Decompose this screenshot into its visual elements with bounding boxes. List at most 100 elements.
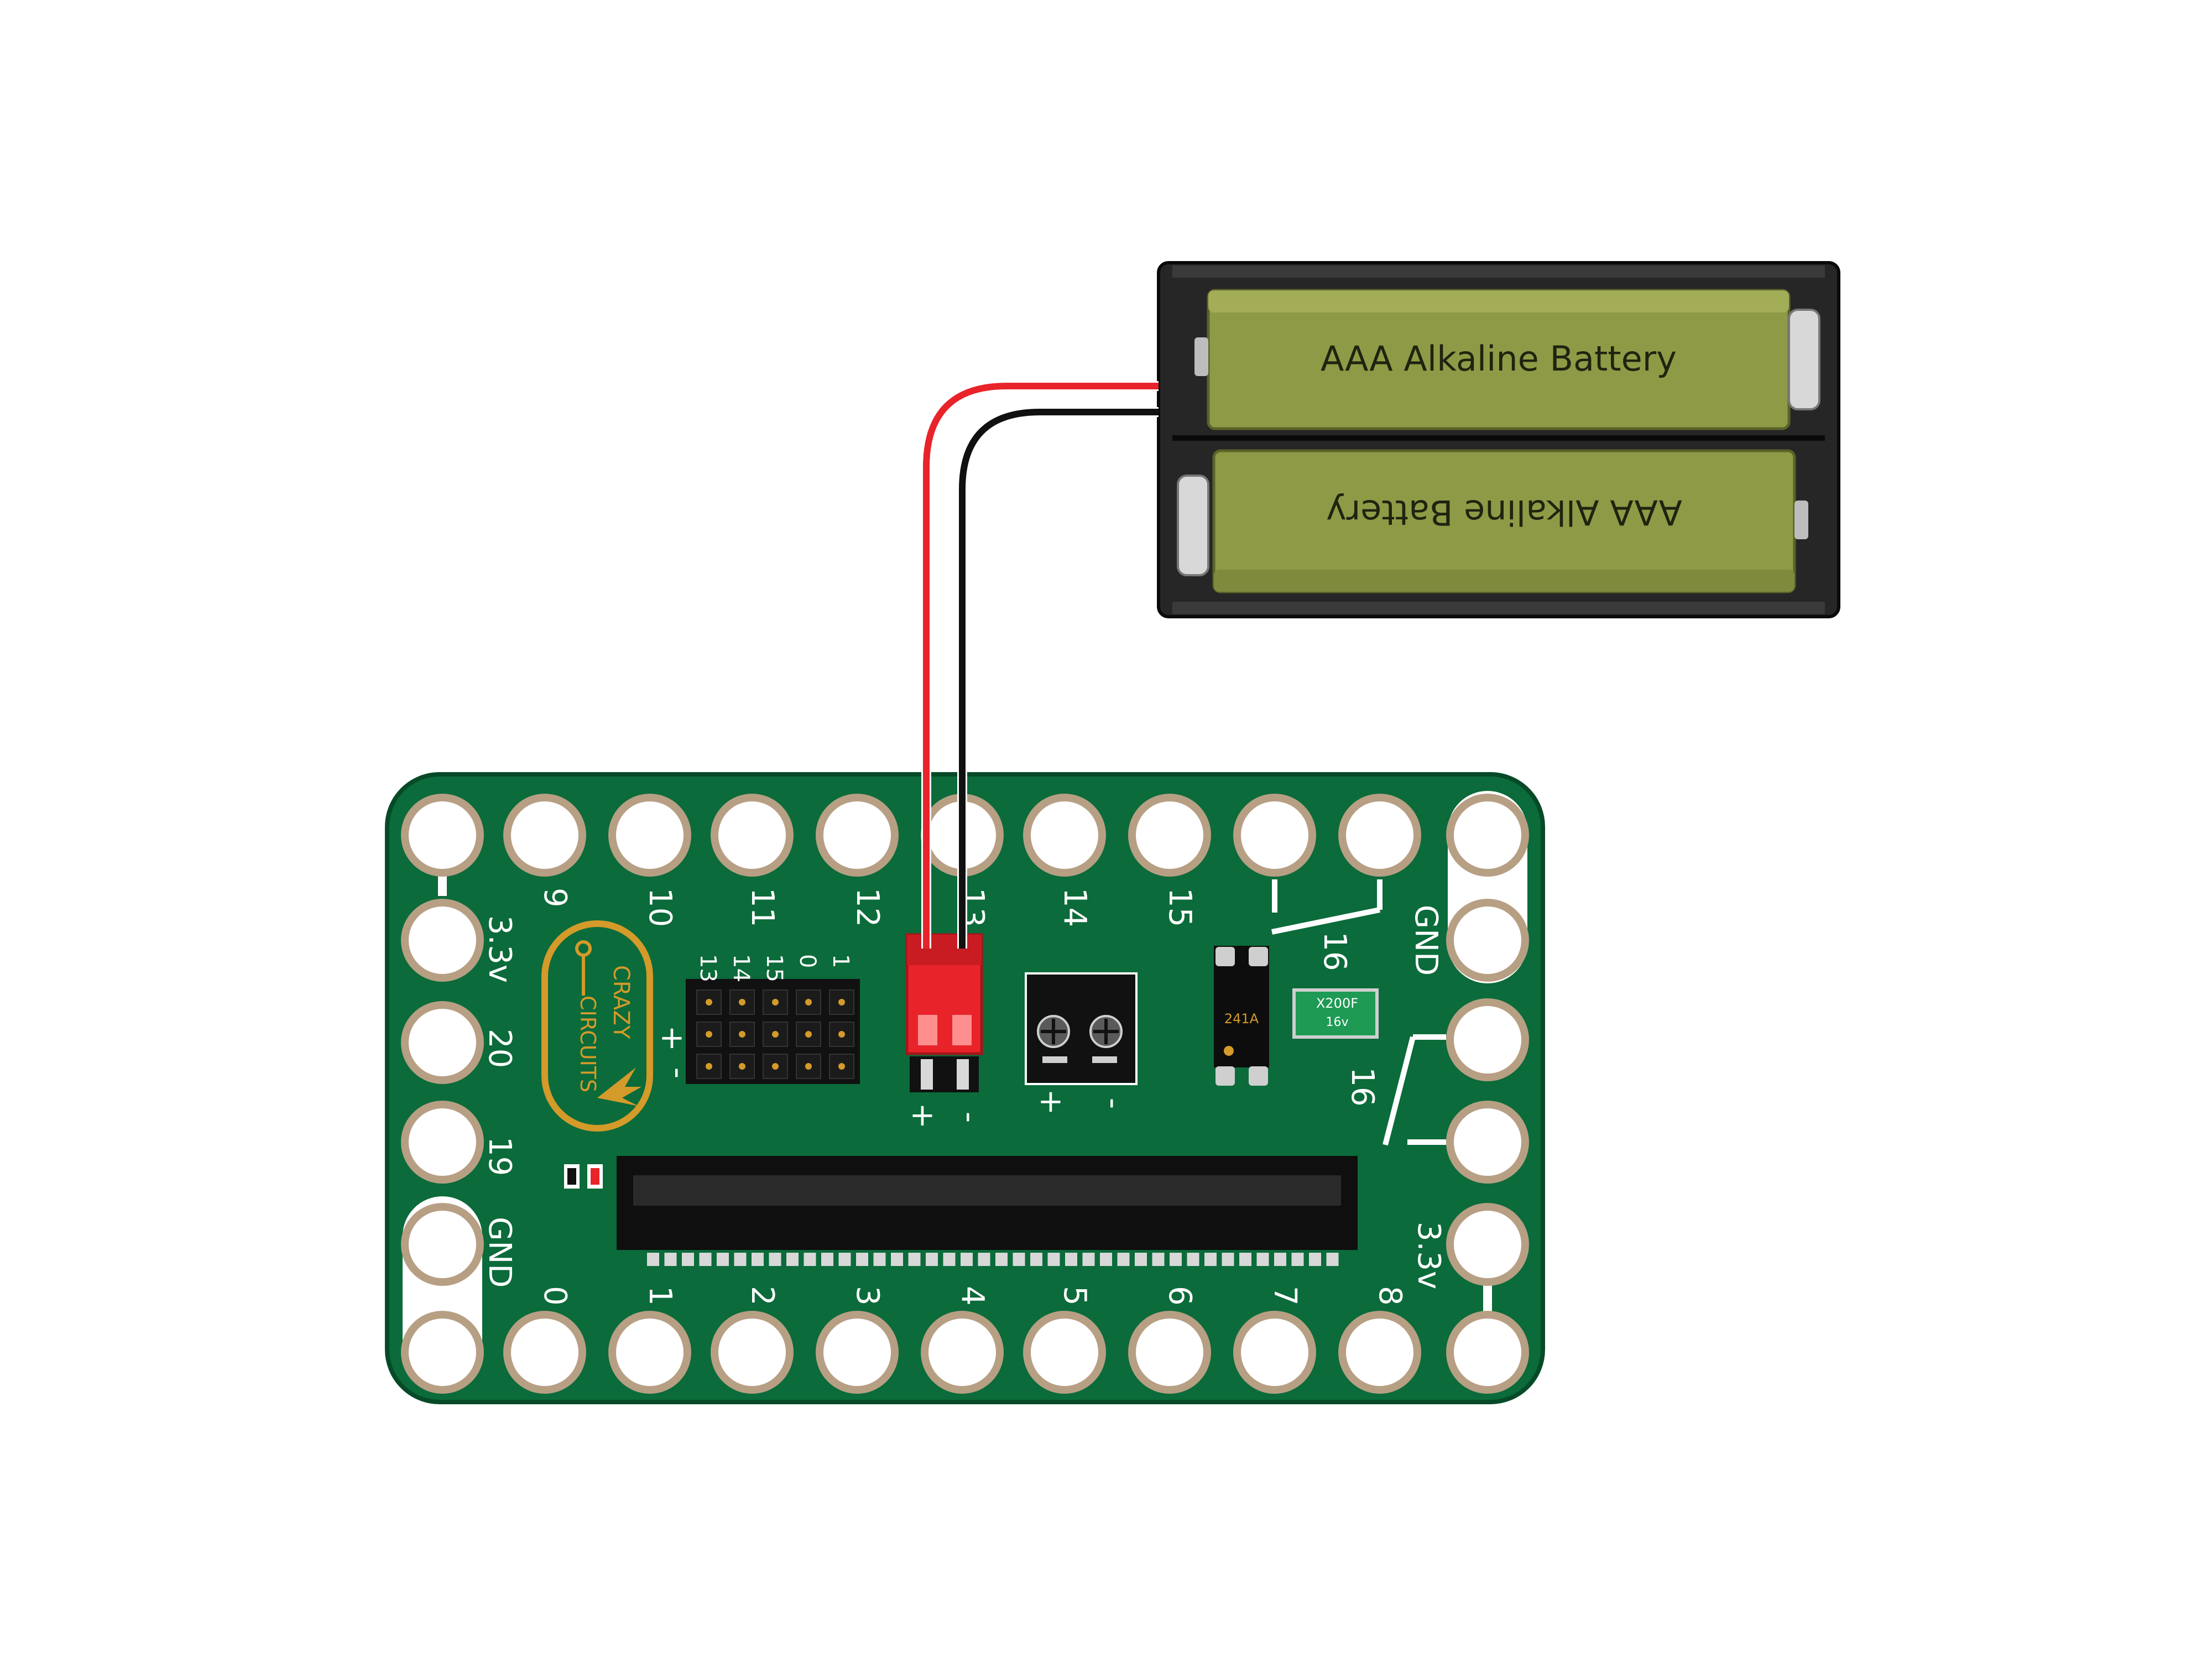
ic-pin1-dot (1224, 1046, 1234, 1056)
pad-right-0[interactable] (1446, 899, 1529, 982)
pad-bottom-1[interactable] (503, 1311, 586, 1394)
pad-top-0[interactable] (401, 794, 484, 877)
terminal-plus-label: + (1038, 1083, 1064, 1119)
pin-label-bottom-5: 5 (1057, 1286, 1093, 1306)
header-pin-contact (838, 1031, 845, 1038)
pad-bottom-0[interactable] (401, 1311, 484, 1394)
edge-contact (1222, 1253, 1234, 1266)
edge-contact (1256, 1253, 1269, 1266)
header-label-13: 13 (695, 954, 721, 982)
edge-contact (769, 1253, 781, 1266)
battery-terminal-bottom (1794, 501, 1808, 539)
pad-top-9[interactable] (1338, 794, 1421, 877)
edge-contact (804, 1253, 816, 1266)
pad-left-1[interactable] (401, 1001, 484, 1084)
pin-label-top-10: 10 (642, 888, 678, 927)
header-pin-socket[interactable] (763, 989, 788, 1015)
pad-top-10[interactable] (1446, 794, 1529, 877)
crazy-circuits-logo: CRAZY CIRCUITS (541, 920, 653, 1132)
pad-left-0[interactable] (401, 899, 484, 982)
pad-bottom-7[interactable] (1128, 1311, 1211, 1394)
jumper-16-right-label: 16 (1344, 1067, 1380, 1106)
header-pin-grid (696, 989, 854, 1079)
edge-contact (821, 1253, 833, 1266)
header-pin-contact (706, 1031, 712, 1038)
pad-right-1[interactable] (1446, 998, 1529, 1081)
pad-bottom-5[interactable] (921, 1311, 1004, 1394)
pad-bottom-4[interactable] (816, 1311, 899, 1394)
pin-label-left-GND: GND (482, 1217, 518, 1288)
pad-top-2[interactable] (608, 794, 691, 877)
edge-contact (838, 1253, 851, 1266)
edge-connector-contacts (647, 1253, 1339, 1266)
pin-label-gnd-right: GND (1408, 905, 1444, 976)
fuse: X200F 16v (1292, 988, 1379, 1039)
pad-top-6[interactable] (1023, 794, 1106, 877)
header-pin-contact (772, 1063, 779, 1070)
pin-label-top-11: 11 (744, 888, 780, 927)
pad-right-2[interactable] (1446, 1101, 1529, 1184)
jst-plus-label: + (910, 1097, 936, 1133)
pin-label-top-14: 14 (1057, 888, 1093, 927)
pad-top-1[interactable] (503, 794, 586, 877)
pad-bottom-10[interactable] (1446, 1311, 1529, 1394)
edge-contact (961, 1253, 973, 1266)
wire-negative (959, 409, 1159, 949)
ic-label: 241A (1224, 1011, 1259, 1027)
terminal-slot-negative (1092, 1056, 1117, 1063)
pad-top-3[interactable] (711, 794, 794, 877)
header-minus-label: - (660, 1067, 696, 1079)
pad-top-8[interactable] (1233, 794, 1316, 877)
pad-bottom-2[interactable] (608, 1311, 691, 1394)
battery-case-top-rim (1172, 265, 1825, 278)
pad-bottom-9[interactable] (1338, 1311, 1421, 1394)
header-pin-socket[interactable] (796, 1054, 821, 1079)
corner-pad-bridge-right (1483, 1283, 1492, 1316)
pad-left-2[interactable] (401, 1101, 484, 1184)
header-pin-contact (772, 1031, 779, 1038)
pin-label-left-20: 20 (482, 1029, 518, 1068)
pin-label-top-12: 12 (849, 888, 885, 927)
edge-contact (926, 1253, 938, 1266)
edge-contact (1187, 1253, 1199, 1266)
edge-contact (1170, 1253, 1182, 1266)
wire-positive (923, 383, 1159, 949)
pad-top-4[interactable] (816, 794, 899, 877)
pin-label-3v3-right: 3.3v (1411, 1222, 1447, 1289)
edge-connector-slot (617, 1156, 1358, 1266)
header-pin-contact (772, 999, 779, 1005)
jst-plug-slot-left (918, 1015, 937, 1045)
edge-contact (1030, 1253, 1042, 1266)
edge-contact (1013, 1253, 1025, 1266)
battery-cell-bottom-shade (1214, 570, 1794, 592)
pad-bottom-6[interactable] (1023, 1311, 1106, 1394)
battery-spring-top (1788, 309, 1820, 410)
pad-right-3[interactable] (1446, 1203, 1529, 1286)
edge-contact (752, 1253, 764, 1266)
pad-bottom-8[interactable] (1233, 1311, 1316, 1394)
fuse-body (1292, 988, 1379, 1039)
fuse-label-line1: X200F (1316, 996, 1358, 1011)
edge-contact (978, 1253, 990, 1266)
header-pin-socket[interactable] (729, 1022, 755, 1047)
header-pin-socket[interactable] (696, 989, 722, 1015)
pad-bottom-3[interactable] (711, 1311, 794, 1394)
edge-contact (699, 1253, 712, 1266)
terminal-minus-label: - (1095, 1098, 1131, 1109)
pin-label-left-3.3v: 3.3v (482, 915, 518, 983)
terminal-slot-positive (1042, 1056, 1067, 1063)
edge-contact (1291, 1253, 1304, 1266)
pin-label-top-15: 15 (1162, 888, 1198, 927)
pad-left-3[interactable] (401, 1203, 484, 1286)
jumper-16-top: 16 (1271, 879, 1383, 971)
header-label-15: 15 (761, 954, 787, 982)
battery-pack: AAA Alkaline Battery AAA Alkaline Batter… (1157, 261, 1840, 618)
pad-top-7[interactable] (1128, 794, 1211, 877)
pin-label-bottom-1: 1 (642, 1286, 678, 1306)
header-pin-contact (838, 1063, 845, 1070)
